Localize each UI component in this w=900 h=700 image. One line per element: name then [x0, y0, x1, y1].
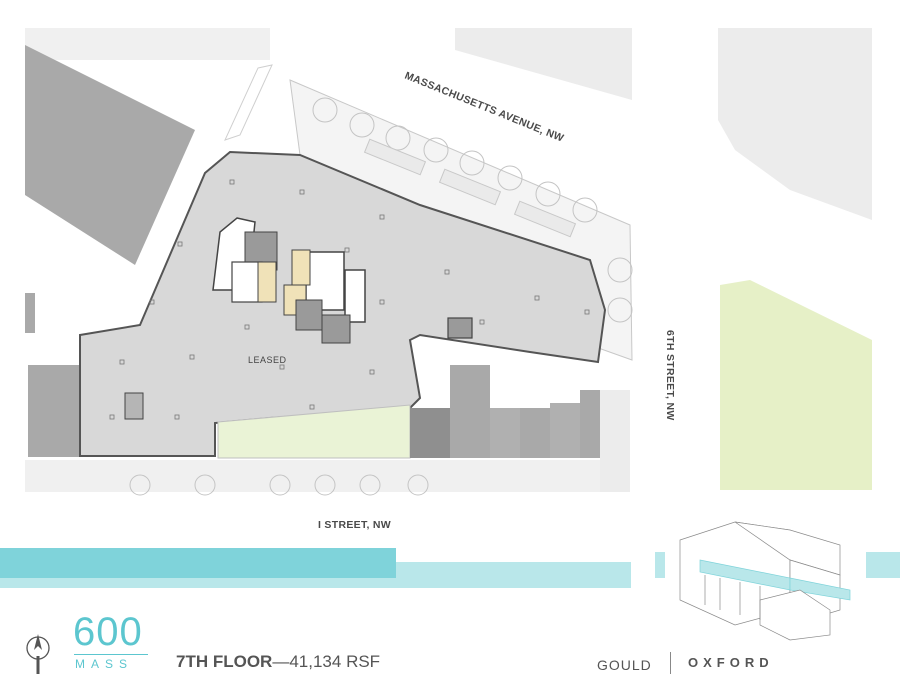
sidewalk-east	[600, 390, 630, 492]
alley	[224, 64, 273, 141]
plaza-benches	[363, 138, 577, 238]
building-core	[124, 217, 473, 420]
accent-bar-mid	[655, 552, 665, 578]
accent-bar-right	[866, 552, 900, 578]
neighbor-building-southwest	[28, 365, 80, 457]
neighbor-buildings-southeast	[410, 365, 600, 458]
site-block-northeast	[718, 28, 872, 220]
partner-oxford: OXFORD	[688, 655, 774, 670]
street-trees	[129, 474, 429, 496]
floor-area: —41,134 RSF	[272, 652, 381, 671]
site-block-south	[25, 460, 630, 492]
column-grid	[109, 179, 590, 420]
floor-label: 7TH FLOOR	[176, 652, 273, 671]
compass-icon	[26, 634, 50, 674]
street-label-south: I STREET, NW	[318, 519, 391, 531]
brand-word: MASS	[75, 657, 134, 671]
park	[720, 280, 872, 490]
partner-gould: GOULD	[597, 657, 652, 673]
site-block-north	[455, 28, 632, 100]
floor-title: 7TH FLOOR—41,134 RSF	[176, 652, 380, 672]
partner-divider	[670, 652, 671, 674]
accent-bar-light	[396, 562, 631, 588]
street-label-north: MASSACHUSETTS AVENUE, NW	[403, 70, 566, 145]
neighbor-building-west	[25, 45, 195, 265]
street-label-east: 6TH STREET, NW	[664, 330, 676, 421]
accent-bar-light-left	[0, 578, 396, 588]
building-axonometric	[679, 521, 851, 641]
brand-number: 600	[73, 610, 143, 654]
site-block-west	[25, 28, 270, 60]
accent-bar-dark	[0, 548, 396, 578]
leased-label: LEASED	[248, 355, 287, 365]
brand-divider	[74, 654, 148, 655]
plaza-trees	[312, 97, 633, 323]
neighbor-sliver	[25, 293, 35, 333]
